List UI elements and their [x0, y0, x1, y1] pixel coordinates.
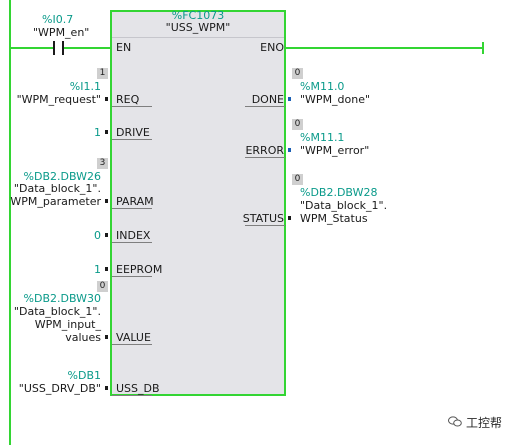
block-address: %FC1073: [171, 9, 225, 22]
value-tag-line3[interactable]: values: [65, 331, 101, 344]
wire-drive: [112, 139, 152, 140]
tick-status: [288, 216, 291, 220]
rung-en-right: [64, 47, 112, 49]
wire-error: [245, 157, 285, 158]
power-rail-left: [9, 0, 11, 445]
tick-uss-db: [105, 386, 108, 390]
pin-uss-db: USS_DB: [116, 382, 160, 395]
value-tag-line2[interactable]: WPM_input_: [34, 318, 101, 331]
contact-address: %I0.7: [42, 13, 74, 26]
rung-eno: [286, 47, 484, 49]
done-badge: 0: [292, 68, 303, 79]
error-address[interactable]: %M11.1: [300, 131, 345, 144]
wire-uss-db: [112, 395, 152, 396]
wire-index: [112, 242, 152, 243]
req-tag[interactable]: "WPM_request": [16, 93, 101, 106]
value-badge: 0: [97, 281, 108, 292]
wechat-icon: [448, 416, 462, 427]
req-badge: 1: [97, 68, 108, 79]
contact-left-bar[interactable]: [53, 41, 55, 55]
rung-eno-end: [482, 42, 484, 54]
status-tag-line2[interactable]: WPM_Status: [300, 212, 368, 225]
pin-param: PARAM: [116, 195, 154, 208]
wire-status: [245, 225, 285, 226]
wire-req: [112, 106, 152, 107]
status-badge: 0: [292, 174, 303, 185]
param-tag-line1[interactable]: "Data_block_1".: [13, 182, 101, 195]
drive-value[interactable]: 1: [94, 126, 101, 139]
pin-drive: DRIVE: [116, 126, 150, 139]
param-tag-line2[interactable]: WPM_parameter: [10, 195, 101, 208]
tick-param: [105, 199, 108, 203]
wire-param: [112, 208, 152, 209]
tick-drive: [105, 130, 108, 134]
uss-db-tag[interactable]: "USS_DRV_DB": [18, 382, 101, 395]
tick-req: [105, 97, 108, 101]
done-tag[interactable]: "WPM_done": [300, 93, 371, 106]
param-address[interactable]: %DB2.DBW26: [23, 170, 101, 183]
done-address[interactable]: %M11.0: [300, 80, 345, 93]
value-tag-line1[interactable]: "Data_block_1".: [13, 305, 101, 318]
function-block[interactable]: [110, 10, 286, 396]
pin-index: INDEX: [116, 229, 151, 242]
eeprom-value[interactable]: 1: [94, 263, 101, 276]
wire-eeprom: [112, 276, 152, 277]
wire-value: [112, 344, 152, 345]
pin-done: DONE: [251, 93, 284, 106]
contact-tag: "WPM_en": [33, 26, 90, 39]
error-tag[interactable]: "WPM_error": [300, 144, 370, 157]
pin-req: REQ: [116, 93, 140, 106]
tick-eeprom: [105, 267, 108, 271]
tick-index: [105, 233, 108, 237]
pin-error: ERROR: [245, 144, 284, 157]
pin-value: VALUE: [116, 331, 151, 344]
tick-error: [288, 148, 291, 152]
req-address[interactable]: %I1.1: [69, 80, 101, 93]
block-header-divider: [112, 37, 284, 38]
uss-db-address[interactable]: %DB1: [67, 369, 101, 382]
block-header: %FC1073 "USS_WPM": [110, 10, 286, 34]
contact-right-bar[interactable]: [62, 41, 64, 55]
error-badge: 0: [292, 119, 303, 130]
status-address[interactable]: %DB2.DBW28: [300, 186, 378, 199]
index-value[interactable]: 0: [94, 229, 101, 242]
pin-status: STATUS: [242, 212, 284, 225]
wire-done: [245, 106, 285, 107]
block-name: "USS_WPM": [165, 21, 231, 34]
pin-eeprom: EEPROM: [116, 263, 163, 276]
rung-en-left: [9, 47, 53, 49]
tick-value: [105, 335, 108, 339]
value-address[interactable]: %DB2.DBW30: [23, 292, 101, 305]
param-badge: 3: [97, 158, 108, 169]
tick-done: [288, 97, 291, 101]
pin-en: EN: [116, 41, 132, 54]
watermark-text: 工控帮: [466, 416, 503, 430]
pin-eno: ENO: [260, 41, 284, 54]
status-tag-line1[interactable]: "Data_block_1".: [300, 199, 388, 212]
